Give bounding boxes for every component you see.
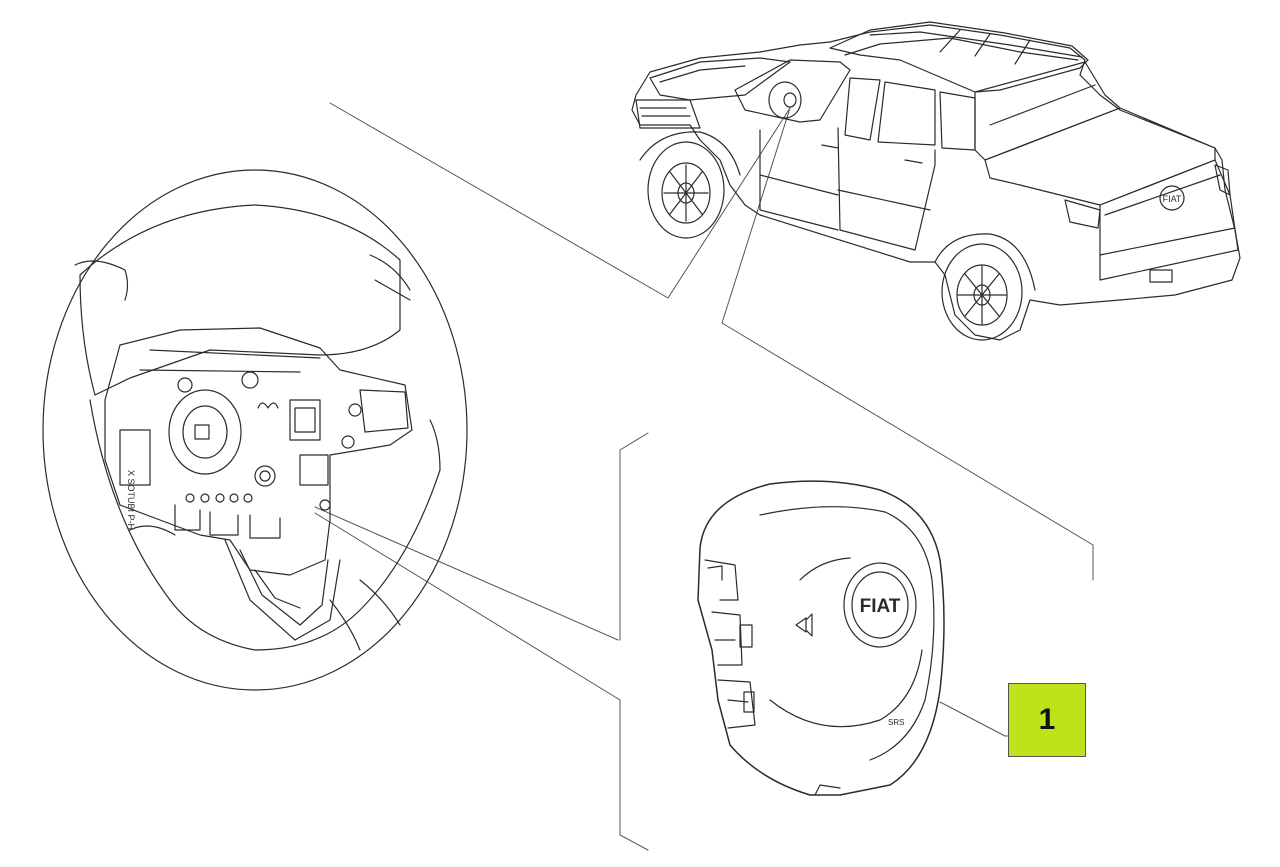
steering-wheel: X SOTUBI P-H [43,170,467,690]
fiat-logo: FIAT [844,563,916,647]
svg-text:FIAT: FIAT [1163,194,1182,204]
leader-lines [315,103,1093,850]
front-wheel [640,132,740,238]
airbag-small-text: SRS [888,718,904,727]
svg-text:FIAT: FIAT [860,596,901,617]
horn-icon [796,614,812,636]
callout-number-1[interactable]: 1 [1008,683,1086,757]
driver-airbag-module: FIAT SRS [698,481,944,795]
rear-wheel [935,234,1035,340]
tailgate-badge: FIAT [1160,186,1184,210]
pickup-truck: FIAT [632,22,1240,340]
steering-wheel-label: X SOTUBI P-H [126,470,136,530]
